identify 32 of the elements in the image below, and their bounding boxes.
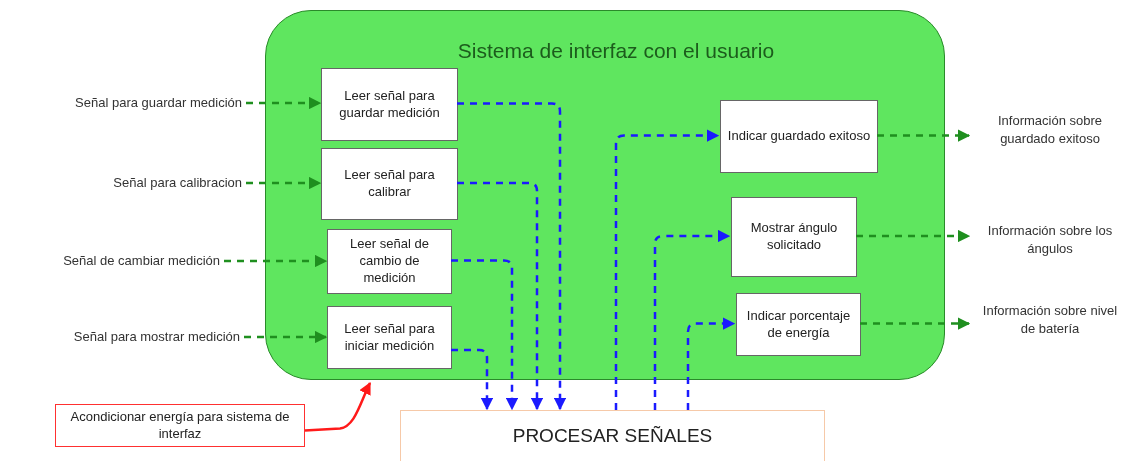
output-info-label: Información sobre nivel de batería <box>975 302 1125 338</box>
arrow <box>686 317 736 410</box>
arrow <box>856 229 971 243</box>
system-container <box>265 10 945 380</box>
process-box: Leer señal para guardar medición <box>321 68 458 141</box>
arrow <box>877 129 971 142</box>
input-signal-label: Señal para guardar medición <box>10 94 242 112</box>
arrow <box>457 181 544 411</box>
process-box: Indicar porcentaje de energía <box>736 293 861 356</box>
process-box: Leer señal para calibrar <box>321 148 458 220</box>
input-signal-label: Señal de cambiar medición <box>0 252 220 270</box>
arrow <box>860 317 971 330</box>
output-info-label: Información sobre los ángulos <box>975 222 1125 258</box>
group-title: Sistema de interfaz con el usuario <box>456 38 776 64</box>
input-signal-label: Señal para calibracion <box>10 174 242 192</box>
arrow <box>304 381 372 432</box>
process-box: PROCESAR SEÑALES <box>400 410 825 461</box>
arrow <box>614 129 720 410</box>
process-box: Leer señal para iniciar medición <box>327 306 452 369</box>
arrow <box>451 348 494 411</box>
arrow <box>246 96 322 110</box>
input-signal-label: Señal para mostrar medición <box>0 328 240 346</box>
output-info-label: Información sobre guardado exitoso <box>975 112 1125 148</box>
process-box: Indicar guardado exitoso <box>720 100 878 173</box>
process-box: Mostrar ángulo solicitado <box>731 197 857 277</box>
arrow <box>246 176 322 190</box>
arrow <box>224 254 328 268</box>
arrow <box>653 229 731 410</box>
arrow <box>457 102 567 411</box>
process-box: Acondicionar energía para sistema de interfaz <box>55 404 305 447</box>
process-box: Leer señal de cambio de medición <box>327 229 452 294</box>
arrow <box>451 259 519 411</box>
